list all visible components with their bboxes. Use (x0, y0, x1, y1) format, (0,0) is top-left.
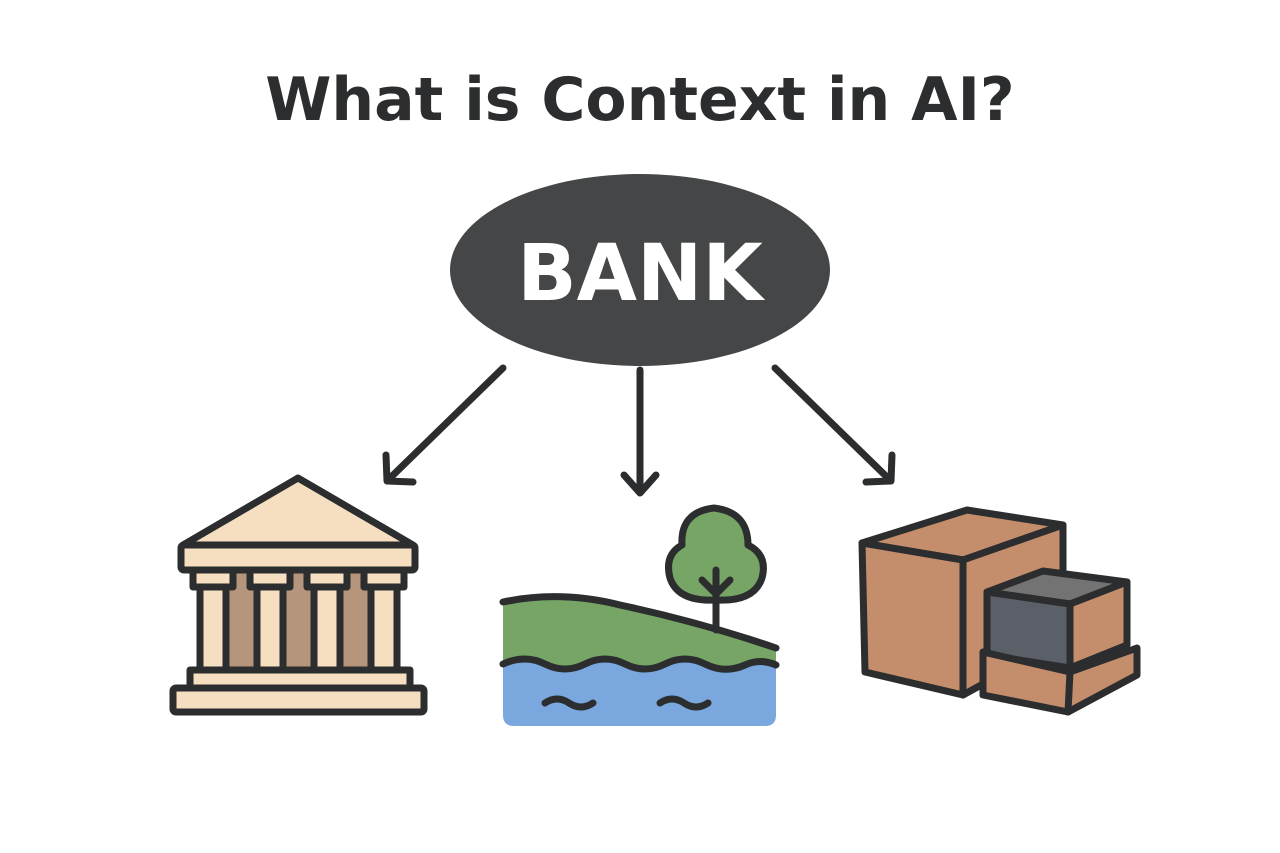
bank-label: BANK (517, 229, 765, 319)
financial-institution-building-icon (169, 474, 428, 716)
title: What is Context in AI? (265, 65, 1014, 135)
bank-node: BANK (450, 174, 830, 366)
arrow-right (771, 364, 896, 486)
bank-ellipse (450, 174, 830, 366)
arrow-left (382, 364, 507, 486)
arrow-middle (620, 366, 660, 497)
storage-boxes-icon (858, 506, 1141, 716)
tree-icon (665, 504, 767, 634)
river-bank-icon (499, 504, 780, 726)
